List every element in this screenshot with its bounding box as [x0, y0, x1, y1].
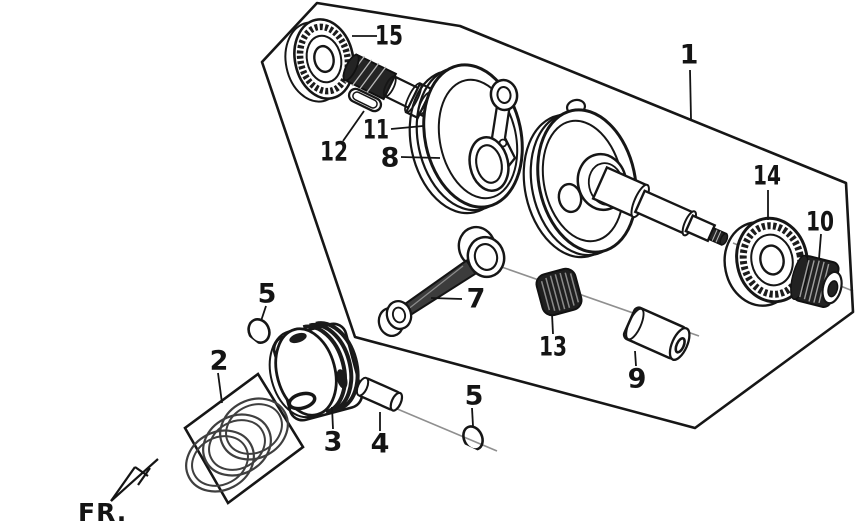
leader-line-1: [689, 69, 692, 120]
callout-15: 15: [375, 21, 403, 52]
callout-7: 7: [467, 284, 486, 315]
part-10-timing-gear: [790, 254, 843, 308]
part-7-connecting-rod: [377, 225, 506, 338]
leader-line-3: [331, 406, 334, 430]
part-15-ball-bearing: [284, 18, 355, 103]
part-5-circlip-right: [459, 425, 484, 456]
part-9-roller-collar: [622, 306, 691, 361]
callout-11: 11: [363, 115, 389, 146]
crankshaft-right-shaft: [591, 165, 729, 246]
callout-14: 14: [753, 161, 781, 192]
callout-2: 2: [210, 346, 229, 377]
callout-13: 13: [539, 332, 567, 363]
part-4-piston-pin: [355, 376, 404, 412]
part-2-piston-ring-set: [183, 372, 305, 505]
assembled-connecting-rod: [468, 78, 519, 192]
leader-line-13: [551, 313, 554, 335]
leader-line-11: [390, 125, 424, 130]
fr-label: FR.: [78, 498, 127, 527]
part-12-woodruff-key: [347, 87, 383, 113]
callout-1: 1: [680, 40, 699, 71]
leader-line-8: [400, 156, 441, 159]
callout-5-right: 5: [465, 381, 484, 412]
callout-12: 12: [320, 137, 348, 168]
leader-line-2: [217, 372, 223, 404]
fr-arrow-edge: [110, 466, 136, 502]
part-5-circlip-left: [244, 318, 271, 352]
callout-8: 8: [381, 143, 400, 174]
fr-arrow-shaft: [110, 458, 159, 502]
leader-line-10: [818, 233, 822, 260]
callout-numbers: 15 1 12 11 8 14 10 7 13 9 5 2 3 4 5: [210, 21, 834, 460]
leader-line-12: [342, 110, 365, 142]
part-14-ball-bearing: [723, 216, 809, 307]
part-3-piston: [268, 321, 364, 422]
leader-line-9: [634, 350, 637, 367]
part-13-needle-bearing: [535, 267, 583, 317]
callout-5-left: 5: [258, 279, 277, 310]
leader-line-7: [430, 297, 463, 300]
crankshaft-assembly-outline: [260, 1, 855, 430]
leader-line-5-right: [471, 407, 474, 427]
callout-4: 4: [371, 429, 390, 460]
leader-lines: [217, 35, 822, 431]
callout-10: 10: [806, 207, 834, 238]
fr-arrow-tick: [137, 467, 151, 486]
leader-line-5-left: [260, 305, 267, 322]
callout-3: 3: [324, 427, 343, 458]
callout-9: 9: [628, 364, 647, 395]
fr-direction-indicator: FR.: [78, 458, 159, 527]
